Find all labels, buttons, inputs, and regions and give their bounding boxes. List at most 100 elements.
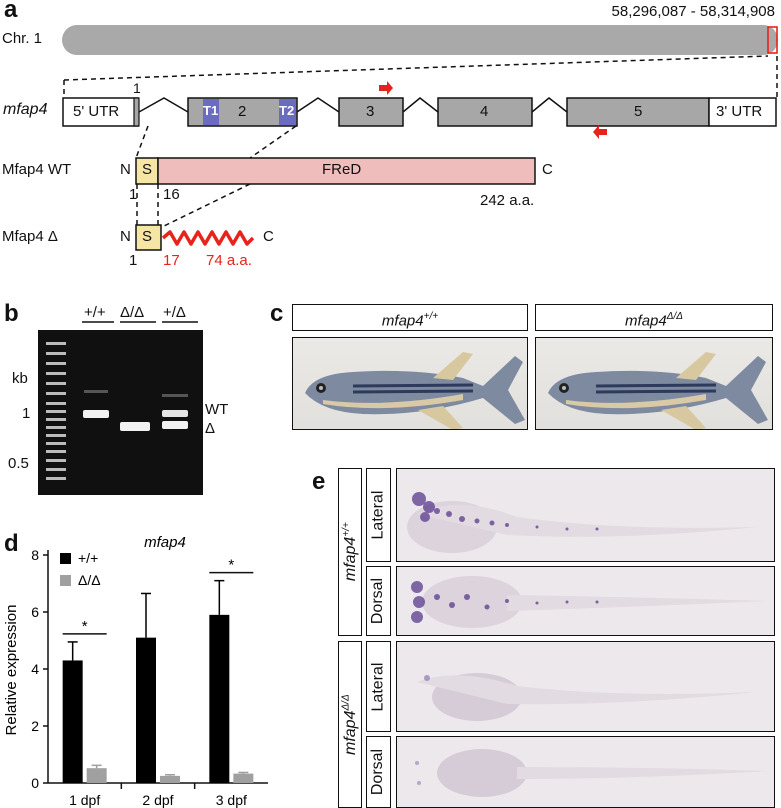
x-tick-label: 2 dpf — [142, 792, 173, 808]
wt-adult-fish-photo — [292, 337, 528, 430]
target-t1 — [203, 99, 219, 125]
panel-b-letter: b — [4, 300, 19, 327]
wt-position-16: 16 — [163, 186, 180, 203]
mutant-embryo-genotype: mfap4 — [341, 710, 359, 755]
intron-1 — [138, 97, 189, 113]
lane-underlines — [82, 321, 198, 323]
chromosome-label: Chr. 1 — [2, 30, 43, 47]
panel-e-letter: e — [312, 468, 326, 495]
mutant-length: 74 a.a. — [206, 252, 252, 269]
marker-1kb: 1 — [22, 405, 31, 422]
mutant-fish-genotype: mfap4 — [625, 312, 667, 330]
view-label-dorsal-1: Dorsal — [366, 566, 391, 636]
mutant-genotype-label-box: mfap4Δ/Δ — [338, 641, 362, 808]
band-label-mutant: Δ — [205, 420, 216, 437]
chromosome-coordinates: 58,296,087 - 58,314,908 — [611, 3, 775, 20]
primer-forward-arrow — [379, 81, 393, 95]
mutant-fish-genotype-sup: Δ/Δ — [666, 311, 683, 322]
intron-2 — [296, 97, 340, 113]
y-tick-label: 8 — [31, 547, 39, 563]
exon4-number: 4 — [480, 103, 489, 120]
mutant-fish-title-box: mfap4Δ/Δ — [535, 304, 773, 331]
y-axis-label: Relative expression — [3, 605, 20, 736]
lane-label-wt: +/+ — [84, 304, 106, 321]
wt-protein-label: Mfap4 WT — [2, 161, 72, 178]
view-label-dorsal-2: Dorsal — [366, 736, 391, 808]
wt-fred-label: FReD — [322, 161, 362, 178]
utr5-label: 5' UTR — [73, 103, 120, 120]
wt-embryo-genotype-sup: +/+ — [340, 522, 352, 537]
legend-swatch-mutant — [60, 575, 71, 586]
wt-signal-label: S — [142, 161, 153, 178]
zoom-line-left — [63, 55, 769, 81]
agarose-gel-image — [38, 330, 203, 495]
bar-wt — [136, 637, 156, 783]
exon1-cds — [133, 97, 140, 127]
wt-fish-genotype-sup: +/+ — [423, 311, 439, 322]
wt-lateral-embryo-photo — [396, 468, 775, 562]
bar-wt — [62, 660, 83, 783]
y-tick-label: 2 — [31, 718, 39, 734]
wt-fish-genotype: mfap4 — [381, 312, 424, 330]
exon2-number: 2 — [238, 103, 247, 120]
lane-label-heterozygous: +/Δ — [163, 304, 186, 321]
exon1-number: 1 — [133, 80, 141, 96]
mutant-embryo-genotype-sup: Δ/Δ — [340, 694, 352, 711]
utr3-label: 3' UTR — [716, 103, 763, 120]
mutant-c-terminus: C — [263, 228, 274, 245]
bar-wt — [209, 614, 230, 783]
wt-n-terminus: N — [120, 161, 131, 178]
panel-d-letter: d — [4, 530, 19, 557]
target-t2 — [279, 99, 296, 125]
significance-star: * — [82, 618, 88, 635]
lane-label-homozygous: Δ/Δ — [120, 304, 145, 321]
wt-embryo-genotype: mfap4 — [341, 536, 359, 582]
x-tick-label: 3 dpf — [216, 792, 247, 808]
view-label-lateral-2: Lateral — [366, 641, 391, 732]
target-t2-label: T2 — [279, 103, 295, 118]
wt-length: 242 a.a. — [480, 192, 535, 209]
panel-a-letter: a — [4, 0, 18, 23]
bar-mutant — [160, 775, 180, 783]
significance-star: * — [228, 557, 234, 574]
exon3-number: 3 — [366, 103, 375, 120]
wt-c-terminus: C — [542, 161, 553, 178]
bar-mutant — [86, 768, 107, 783]
legend-swatch-wt — [60, 553, 71, 564]
mutant-lateral-embryo-photo — [396, 641, 775, 732]
y-tick-label: 0 — [31, 775, 39, 791]
marker-0-5kb: 0.5 — [8, 455, 29, 472]
utr5-box — [62, 97, 139, 127]
mutant-signal-peptide — [135, 224, 162, 251]
intron-3 — [402, 97, 439, 113]
bar-mutant — [233, 773, 254, 783]
chromosome-bar — [62, 25, 778, 55]
exon4-box — [437, 97, 533, 127]
wt-dorsal-embryo-photo — [396, 566, 775, 636]
band-label-wt: WT — [205, 401, 229, 418]
target-t1-label: T1 — [203, 103, 219, 118]
legend-label-mutant: Δ/Δ — [78, 572, 101, 588]
gel-bands — [46, 342, 188, 480]
panel-c-letter: c — [270, 300, 284, 327]
y-tick-label: 6 — [31, 604, 39, 620]
band-brackets — [194, 403, 199, 427]
x-tick-label: 1 dpf — [69, 792, 100, 808]
mutant-frameshift-wave — [161, 230, 255, 246]
wt-genotype-label-box: mfap4+/+ — [338, 468, 362, 636]
mutant-dorsal-embryo-photo — [396, 736, 775, 808]
wt-fish-title-box: mfap4+/+ — [292, 304, 528, 331]
mutant-n-terminus: N — [120, 228, 131, 245]
view-label-lateral-1: Lateral — [366, 468, 391, 562]
legend-label-wt: +/+ — [78, 550, 98, 566]
wt-fred-domain — [157, 157, 536, 185]
kb-unit-label: kb — [12, 370, 28, 387]
mutant-position-17: 17 — [163, 252, 180, 269]
intron-4 — [531, 97, 568, 113]
mutant-protein-label: Mfap4 Δ — [2, 228, 58, 245]
exon5-box — [566, 97, 710, 127]
mutant-signal-label: S — [142, 228, 153, 245]
exon5-number: 5 — [634, 103, 643, 120]
mutant-position-1: 1 — [129, 252, 138, 269]
